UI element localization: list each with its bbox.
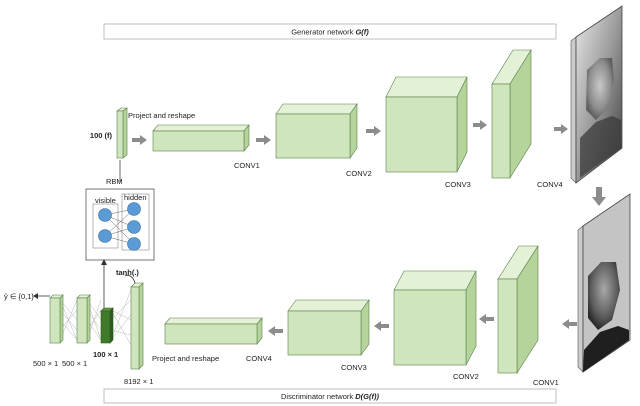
arrow-left-icon [479,314,494,324]
output-arrow [33,293,50,299]
rbm-title: RBM [106,177,123,186]
generator-banner-title: Generator network G(f) [291,28,369,37]
portrait-image-generated [570,5,623,184]
rbm-visible-node [98,208,112,222]
generator-conv1-block [275,103,358,159]
arrow-up-icon [101,259,107,265]
discriminator-500-layer-2 [76,294,91,344]
discriminator-100-layer [100,307,114,344]
arrow-down-icon [592,187,606,206]
rbm-panel: RBM visible hidden [85,160,155,261]
discriminator-arrows [268,314,577,336]
generator-conv-label-1: CONV1 [234,161,260,170]
discriminator-conv-label-2: CONV2 [453,372,479,381]
generator-conv-label-2: CONV2 [346,169,372,178]
arrow-right-icon [132,135,147,145]
generator-conv-label-4: CONV4 [537,180,563,189]
arrow-left-icon [562,319,577,329]
generator-conv-label-3: CONV3 [445,180,471,189]
dense-connections [59,289,132,346]
discriminator-conv-label-4: CONV4 [246,354,272,363]
arrow-right-icon [366,126,381,136]
discriminator-activation-label: tanh(.) [116,268,139,277]
discriminator-conv2-block [393,270,477,366]
generator-input-label: 100 (f) [90,131,113,140]
discriminator-output-label: ŷ ∈ {0,1} [4,292,34,301]
rbm-visible-label: visible [95,196,116,205]
rbm-hidden-node [127,202,141,216]
discriminator-flat-vector [130,282,144,370]
arrow-left-icon [268,326,283,336]
generator-input-vector [116,107,128,159]
discriminator-conv-label-3: CONV3 [341,363,367,372]
size-label-8192: 8192 × 1 [124,377,153,386]
generator-conv3-block [491,48,532,180]
rbm-hidden-label: hidden [124,193,147,202]
arrow-left-icon [33,293,38,299]
discriminator-500-layer-1 [49,294,64,344]
discriminator-conv-label-1: CONV1 [533,378,559,387]
arrow-right-icon [554,124,568,134]
portrait-image-input [577,193,631,373]
discriminator-conv3-block [287,299,370,356]
generator-project-block [152,124,250,152]
size-label-100: 100 × 1 [93,350,118,359]
arrow-left-icon [374,321,389,331]
generator-project-label: Project and reshape [128,111,195,120]
generator-conv2-block [385,76,468,173]
rbm-visible-group [92,203,119,249]
discriminator-banner: Discriminator network D(G(f)) [103,388,557,404]
size-label-500-2: 500 × 1 [62,359,87,368]
generator-banner: Generator network G(f) [103,23,557,40]
generator-arrows [132,120,606,206]
arrow-right-icon [473,120,487,130]
arrow-right-icon [256,135,271,145]
discriminator-project-block [164,317,263,345]
rbm-visible-node [98,229,112,243]
rbm-hidden-node [127,220,141,234]
size-label-500-1: 500 × 1 [33,359,58,368]
discriminator-banner-title: Discriminator network D(G(f)) [281,392,379,401]
activation-connector [124,274,136,284]
rbm-hidden-node [127,237,141,251]
discriminator-conv1-block [497,244,539,375]
discriminator-project-label: Project and reshape [152,354,219,363]
